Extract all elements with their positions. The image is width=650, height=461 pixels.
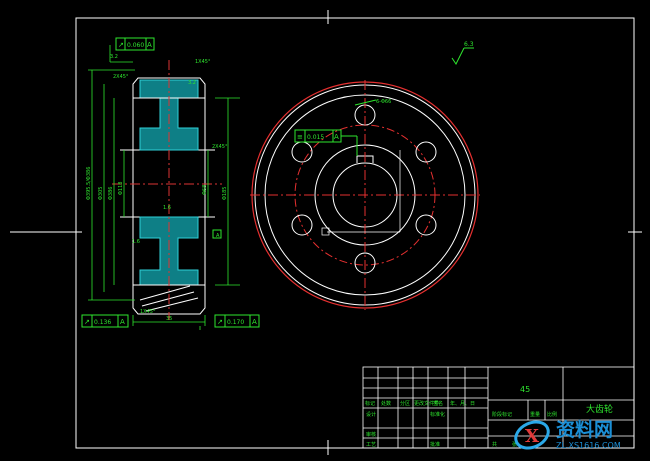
tol-top-datum: A [147,41,152,49]
dim-bottom-35: 35 [166,316,172,322]
dim-v6: Φ185 [222,187,228,200]
watermark-url: ZL.XS1616.COM [556,440,621,450]
tb-row-label-3: 更改文件号 [414,400,439,407]
tol-br-datum: A [252,318,257,326]
tol-bl-symbol: ↗ [84,318,90,326]
tb-scale: 比例 [547,411,557,418]
dim-v3: Φ386 [108,187,114,200]
tolerance-frame-bottom-left: ↗ 0.136 A [81,314,129,328]
dim-v2: Φ305 [98,187,104,200]
tb-sheet-of: 张 [512,441,517,448]
part-number: 45 [520,385,530,394]
tolerance-frame-bottom-right: ↗ 0.170 A [214,314,260,328]
datum-a-label: A [216,233,220,239]
hole-6 [291,141,313,163]
roughness-symbol: 6.3 [451,41,474,65]
roughness-value: 6.3 [464,41,474,48]
tolerance-frame-front: ≡ 0.015 A [294,129,358,156]
tol-br-symbol: ↗ [217,318,223,326]
tol-front-datum: A [334,133,339,141]
dim-v4: Φ118 [118,182,124,195]
dimension-lines [88,45,240,330]
chamfer-left: 2X45° [113,74,129,80]
holes-callout: 6-Φ66 [376,99,391,105]
tol-front-symbol: ≡ [297,133,303,141]
tol-top-symbol: ↗ [118,41,124,49]
chamfer-hub: 2X45° [212,144,228,150]
tooth-sketch [139,285,199,312]
title-block [362,366,635,449]
chamfer-top-right: 1X45° [195,59,211,65]
roughness-a: 3.2 [188,80,196,86]
hole-2 [415,141,437,163]
roughness-b: 1.6 [163,205,171,211]
title-block-text: 标记 处数 分区 更改文件号 签名 年、月、日 设计 标准化 审核 工艺 批准 … [365,400,557,448]
keyway-datum-box [321,227,330,236]
tb-row-label-1: 处数 [381,400,391,407]
tol-bl-value: 0.136 [94,319,111,326]
dim-v5: Φ68 [202,185,208,195]
tol-front-value: 0.015 [307,134,324,141]
hole-leader [354,99,377,106]
tolerance-frame-top: ↗ 0.060 A [115,37,155,51]
roughness-d: 1.6 [132,239,140,245]
roughness-c: 3.2 [110,54,118,60]
tb-approve: 批准 [430,441,440,448]
svg-text:X: X [525,426,539,447]
tb-review: 审核 [366,431,376,438]
tb-stage-mark: 阶段标记 [492,411,512,418]
part-name: 大齿轮 [586,403,613,415]
tb-row-label-2: 分区 [400,400,410,407]
hole-5 [291,214,313,236]
tol-bl-datum: A [120,318,125,326]
section-annotations: 1X45° 2X45° 2X45° 1X45° 3.2 1.6 3.2 1.6 … [110,54,228,322]
gear-outline [132,77,206,315]
watermark-logo: X 资料网 ZL.XS1616.COM [512,413,644,457]
datum-a-box [212,229,222,239]
tb-sheets: 共 [492,441,497,448]
gear-front-view: 6-Φ66 [250,80,480,310]
hole-3 [415,214,437,236]
dim-v1: Φ395.5/Φ386 [86,167,92,200]
tb-process: 工艺 [366,442,376,448]
tol-br-value: 0.170 [227,319,244,326]
tb-row-label-5: 年、月、日 [450,400,475,407]
vertical-dimension-labels: Φ395.5/Φ386 Φ305 Φ386 Φ118 Φ68 Φ185 [86,167,228,200]
tol-top-value: 0.060 [127,42,144,49]
chamfer-bottom: 1X45° [140,309,156,315]
tb-weight: 重量 [530,411,540,418]
watermark-brand: 资料网 [556,418,614,441]
tb-row-label-4: 签名 [433,400,443,407]
tb-standardize: 标准化 [430,411,445,418]
sheet-border [75,17,635,449]
tb-row-label-0: 标记 [365,400,375,407]
gear-section-view [112,60,222,320]
watermark-emblem-icon: X [514,420,550,450]
tb-design: 设计 [366,411,376,418]
keyway-dim [327,150,401,233]
